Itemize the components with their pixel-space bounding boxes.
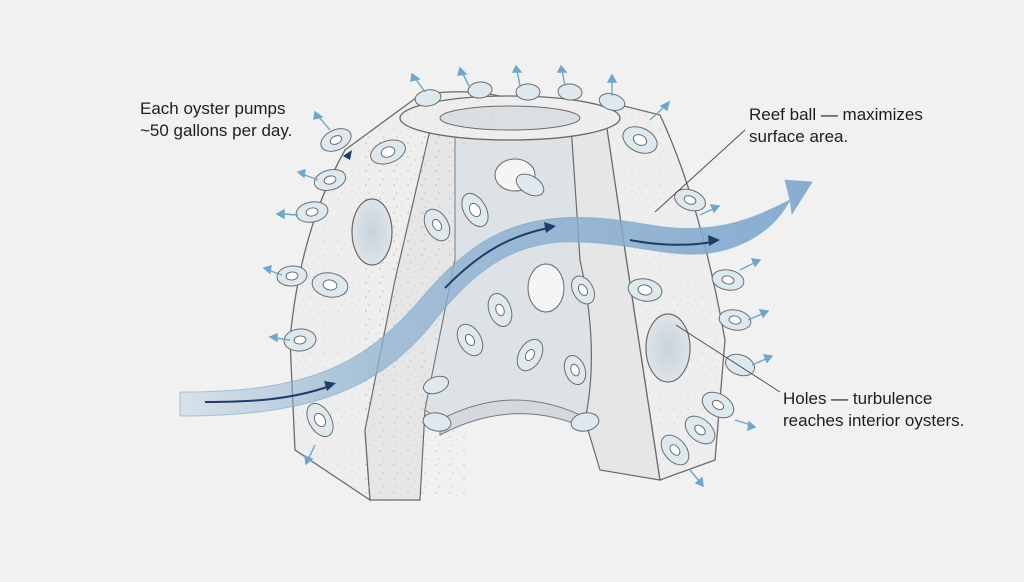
oyster	[467, 81, 493, 99]
annotation-line: ~50 gallons per day.	[140, 121, 293, 140]
annotation-line: Each oyster pumps	[140, 99, 286, 118]
oyster	[487, 293, 513, 327]
filtration-arrows	[262, 64, 774, 488]
flow-arrowhead-mid	[544, 222, 556, 233]
oyster	[414, 89, 442, 107]
oyster	[516, 338, 544, 372]
annotation-line: reaches interior oysters.	[783, 411, 965, 430]
oyster	[515, 173, 545, 197]
leader-line-holes	[675, 324, 781, 393]
flow-band	[179, 179, 813, 417]
oyster	[718, 309, 752, 331]
flow-arrowhead-right	[708, 235, 720, 246]
annotation-holes: Holes — turbulence reaches interior oyst…	[783, 388, 964, 432]
oyster	[276, 265, 308, 287]
oyster	[701, 391, 735, 419]
oyster	[313, 168, 347, 192]
oyster	[557, 83, 583, 101]
oyster	[320, 128, 352, 152]
oyster	[515, 83, 541, 101]
oyster	[622, 126, 658, 154]
oyster	[711, 269, 745, 291]
oyster	[311, 272, 349, 298]
leader-line-reef-ball	[654, 129, 746, 213]
flow-arrowhead-left	[324, 381, 336, 391]
oyster	[598, 93, 626, 111]
hole-interior-mid	[527, 263, 565, 313]
annotation-reef-ball: Reef ball — maximizes surface area.	[749, 104, 923, 148]
oyster-cluster	[276, 81, 756, 466]
oyster	[627, 278, 663, 302]
oyster	[422, 412, 452, 432]
oyster	[422, 375, 450, 395]
oyster	[283, 328, 317, 352]
hole-right	[645, 313, 691, 383]
oyster	[461, 192, 489, 228]
oyster	[370, 139, 406, 165]
annotation-line: Reef ball — maximizes	[749, 105, 923, 124]
oyster	[306, 402, 334, 438]
flow-arrow-left	[204, 385, 331, 403]
flow-arrow-mid	[444, 227, 549, 289]
annotation-oyster-pump: Each oyster pumps ~50 gallons per day.	[140, 98, 292, 142]
oyster	[660, 434, 690, 466]
oyster	[423, 208, 451, 242]
oyster-pump-arrow	[343, 150, 352, 160]
oyster	[684, 415, 716, 445]
water-flow	[179, 179, 813, 417]
oyster	[456, 323, 484, 357]
hole-left	[351, 198, 393, 266]
flow-arrow-right	[629, 239, 713, 246]
oyster	[674, 188, 706, 212]
oyster	[563, 354, 587, 386]
annotation-line: Holes — turbulence	[783, 389, 933, 408]
oyster	[570, 412, 600, 432]
oyster	[724, 353, 756, 377]
annotation-line: surface area.	[749, 127, 849, 146]
oyster	[571, 275, 595, 305]
